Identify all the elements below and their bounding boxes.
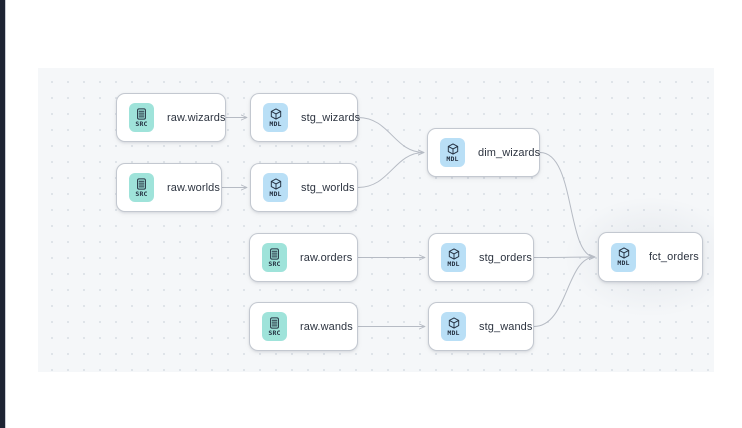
badge-label: MDL (269, 189, 282, 198)
badge-label: SRC (268, 259, 281, 268)
badge-mdl: MDL (441, 243, 466, 272)
edge-stg-wizards-to-dim-wizards (357, 117, 424, 153)
node-label: raw.wizards (167, 111, 226, 124)
edge-dim-wizards-to-fct-orders (539, 152, 595, 258)
node-raw_orders[interactable]: SRC raw.orders (249, 233, 358, 282)
node-dim_wizards[interactable]: MDL dim_wizards (427, 128, 540, 177)
node-label: stg_wands (479, 320, 533, 333)
node-label: stg_worlds (301, 181, 355, 194)
badge-mdl: MDL (263, 103, 288, 132)
cube-icon (270, 178, 282, 190)
database-icon (136, 178, 147, 190)
badge-label: MDL (269, 119, 282, 128)
node-label: raw.worlds (167, 181, 220, 194)
badge-label: MDL (617, 259, 630, 268)
edge-stg-orders-to-fct-orders (533, 257, 595, 258)
database-icon (269, 317, 280, 329)
edge-layer (222, 68, 714, 372)
badge-src: SRC (262, 312, 287, 341)
node-label: fct_orders (649, 251, 699, 263)
node-label: stg_wizards (301, 111, 361, 124)
node-stg_wizards[interactable]: MDL stg_wizards (250, 93, 361, 142)
badge-label: SRC (135, 119, 148, 128)
database-icon (136, 108, 147, 120)
cube-icon (448, 248, 460, 260)
node-stg_wands[interactable]: MDL stg_wands (428, 302, 534, 351)
badge-src: SRC (262, 243, 287, 272)
badge-label: MDL (447, 328, 460, 337)
cube-icon (618, 247, 630, 259)
badge-mdl: MDL (440, 138, 465, 167)
edge-stg-wands-to-fct-orders (533, 257, 595, 327)
cube-icon (447, 143, 459, 155)
badge-mdl: MDL (611, 242, 636, 272)
node-raw_worlds[interactable]: SRC raw.worlds (116, 163, 222, 212)
node-label: dim_wizards (478, 146, 541, 159)
node-raw_wands[interactable]: SRC raw.wands (249, 302, 358, 351)
badge-mdl: MDL (441, 312, 466, 341)
badge-label: SRC (268, 328, 281, 337)
badge-label: MDL (446, 154, 459, 163)
badge-src: SRC (129, 103, 154, 132)
cube-icon (270, 108, 282, 120)
badge-src: SRC (129, 173, 154, 202)
left-rail-divider (5, 0, 6, 428)
badge-label: SRC (135, 189, 148, 198)
cube-icon (448, 317, 460, 329)
edge-paths (222, 118, 595, 327)
node-raw_wizards[interactable]: SRC raw.wizards (116, 93, 226, 142)
badge-mdl: MDL (263, 173, 288, 202)
node-label: stg_orders (479, 251, 532, 264)
edge-stg-worlds-to-dim-wizards (357, 153, 424, 188)
node-stg_orders[interactable]: MDL stg_orders (428, 233, 534, 282)
database-icon (269, 248, 280, 260)
left-navigation-rail (0, 0, 5, 428)
badge-label: MDL (447, 259, 460, 268)
node-fct_orders[interactable]: MDL fct_orders (598, 232, 703, 282)
node-label: raw.orders (300, 251, 353, 264)
node-label: raw.wands (300, 320, 353, 333)
node-stg_worlds[interactable]: MDL stg_worlds (250, 163, 358, 212)
